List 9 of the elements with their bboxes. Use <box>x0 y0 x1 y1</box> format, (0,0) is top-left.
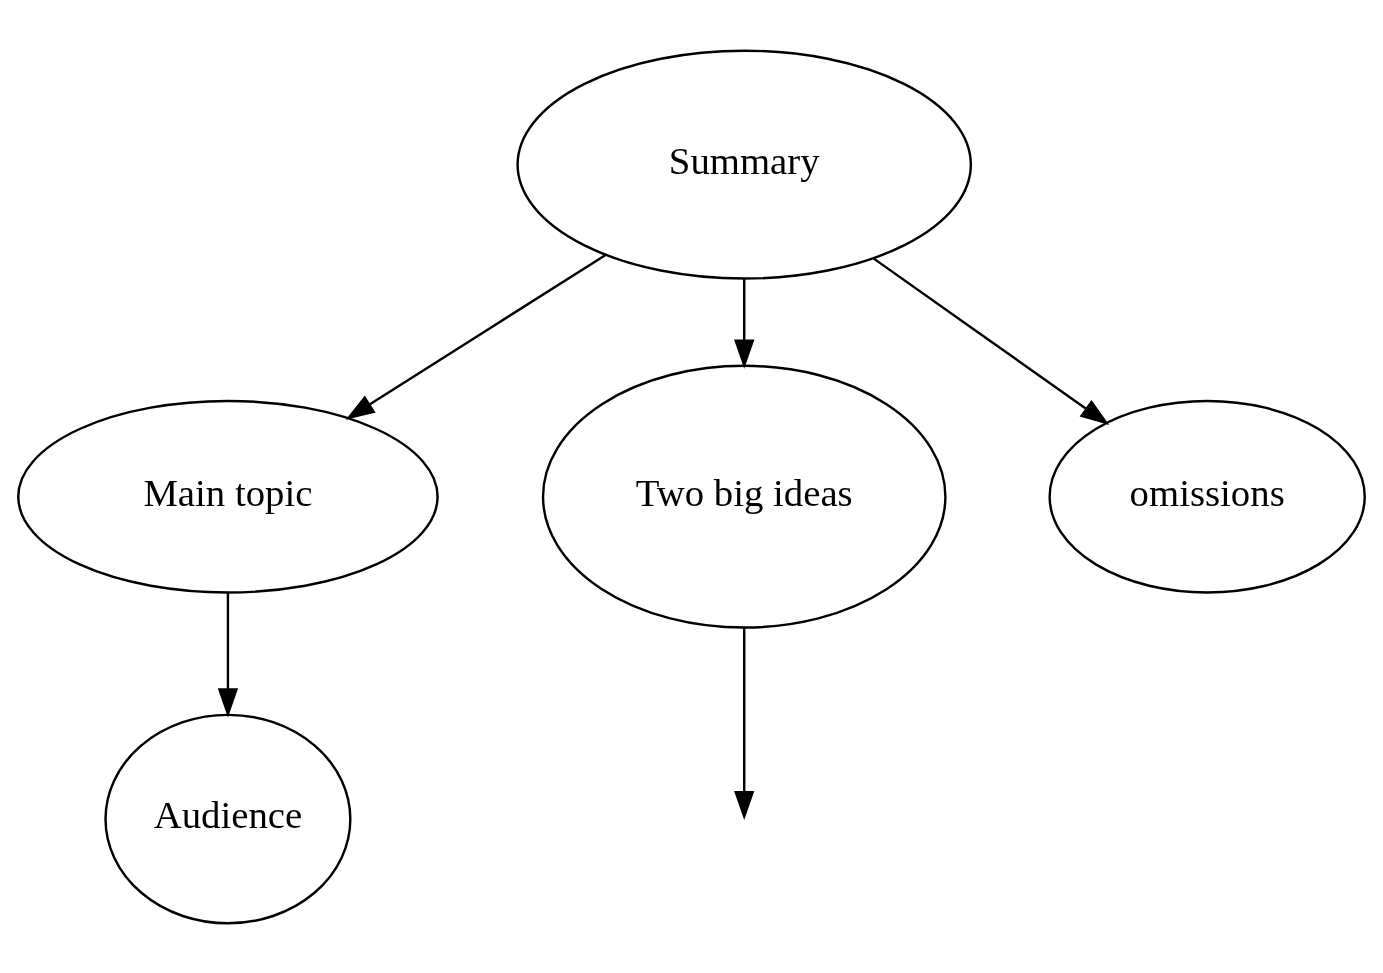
node-ellipse: Summary <box>516 49 973 280</box>
arrow <box>217 592 239 717</box>
arrow <box>734 278 755 369</box>
arrow <box>345 253 606 420</box>
node-ellipse: Two big ideas <box>541 364 947 629</box>
arrow <box>873 257 1110 425</box>
node-ellipse: Main topic <box>17 399 439 594</box>
arrow <box>734 627 755 820</box>
node-ellipse: Audience <box>104 713 352 924</box>
